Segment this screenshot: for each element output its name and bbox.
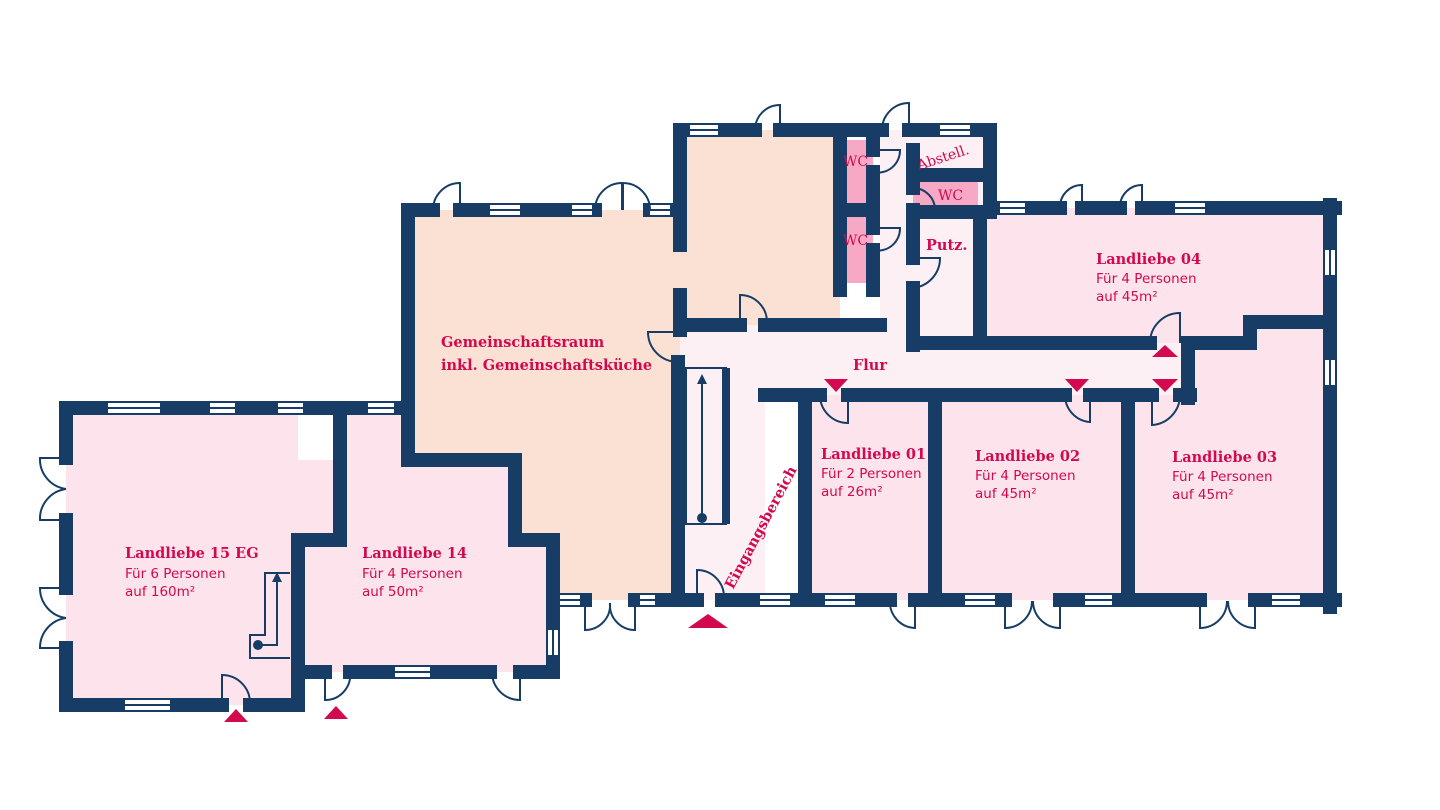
door-swing	[594, 181, 651, 211]
room-persons-l01: Für 2 Personen	[821, 466, 922, 482]
entrance-markers	[224, 345, 1178, 722]
putz-label: Putz.	[926, 237, 967, 254]
door-swing	[881, 101, 910, 131]
door-swing	[324, 671, 352, 702]
room-title-l02: Landliebe 02	[975, 448, 1080, 465]
windows	[108, 125, 1335, 710]
room-area-l04: auf 45m²	[1096, 289, 1158, 305]
door-swing	[491, 671, 521, 702]
door-swing	[38, 587, 67, 649]
room-fills	[66, 130, 1330, 705]
room-area-l03: auf 45m²	[1172, 487, 1234, 503]
room-persons-l03: Für 4 Personen	[1172, 469, 1273, 485]
stair-small-dot	[253, 640, 263, 650]
room-area-l15: auf 160m²	[125, 584, 195, 600]
wc-label-3: WC	[938, 188, 963, 204]
door-swing	[1149, 311, 1181, 344]
door-swing	[1199, 600, 1256, 630]
room-area-l01: auf 26m²	[821, 484, 883, 500]
door-swing	[1063, 394, 1091, 424]
room-persons-l14: Für 4 Personen	[362, 566, 463, 582]
door-swing	[38, 457, 67, 521]
wc-fill-3	[913, 178, 978, 210]
entrance-marker-l04	[1152, 345, 1178, 357]
stair-small-outline	[249, 572, 290, 659]
door-swing	[1118, 183, 1143, 209]
corridor-fill	[680, 130, 1188, 600]
door-swing	[432, 181, 461, 211]
door-swing	[739, 293, 768, 325]
room-fill-l01-l03	[805, 395, 1330, 600]
door-swing	[912, 187, 937, 211]
flur-label: Flur	[853, 357, 887, 374]
stair-arrow-head	[697, 374, 707, 384]
entrance-marker-l14	[324, 706, 348, 719]
door-swing	[696, 568, 725, 600]
stairs	[249, 367, 730, 659]
room-fill-l03-upper	[1188, 322, 1330, 395]
entrance-marker-l01	[824, 379, 848, 392]
stair-small-arrow-head	[272, 572, 282, 582]
entrance-marker-l02	[1065, 379, 1089, 392]
stair-start-dot	[697, 513, 707, 523]
wc-label-1: WC	[843, 154, 868, 170]
room-fill-l15	[66, 408, 298, 705]
room-title-l15: Landliebe 15 EG	[125, 545, 259, 562]
door-swing	[1151, 394, 1182, 427]
room-fill-l14-upper	[340, 408, 408, 468]
labels: Gemeinschaftsraum inkl. Gemeinschaftsküc…	[125, 142, 1277, 600]
door-swing	[819, 394, 849, 425]
entrance-marker-l03	[1152, 379, 1178, 392]
room-title-l03: Landliebe 03	[1172, 449, 1277, 466]
room-area-l02: auf 45m²	[975, 486, 1037, 502]
room-persons-l15: Für 6 Personen	[125, 566, 226, 582]
room-persons-l04: Für 4 Personen	[1096, 271, 1197, 287]
entrance-marker-main	[688, 614, 728, 628]
stair-small-arrow-line	[260, 578, 278, 646]
gemeinschaft-label-2: inkl. Gemeinschaftsküche	[441, 357, 652, 374]
door-swing	[1004, 600, 1061, 630]
stair-wall	[722, 368, 730, 524]
door-swing	[1058, 183, 1083, 209]
room-area-l14: auf 50m²	[362, 584, 424, 600]
gemeinschaft-label-1: Gemeinschaftsraum	[441, 334, 605, 351]
room-title-l04: Landliebe 04	[1096, 251, 1201, 268]
door-swing	[872, 149, 902, 174]
door-swing	[754, 103, 781, 131]
doors	[38, 101, 1256, 705]
door-swing	[872, 227, 902, 252]
room-title-l14: Landliebe 14	[362, 545, 467, 562]
room-persons-l02: Für 4 Personen	[975, 468, 1076, 484]
door-swing	[912, 257, 942, 289]
door-swing	[221, 673, 251, 705]
door-swing	[584, 600, 636, 632]
door-swing	[888, 599, 916, 630]
door-swing	[646, 331, 680, 363]
wc-label-2: WC	[843, 233, 868, 249]
room-title-l01: Landliebe 01	[821, 446, 926, 463]
entrance-marker-l15	[224, 709, 248, 722]
